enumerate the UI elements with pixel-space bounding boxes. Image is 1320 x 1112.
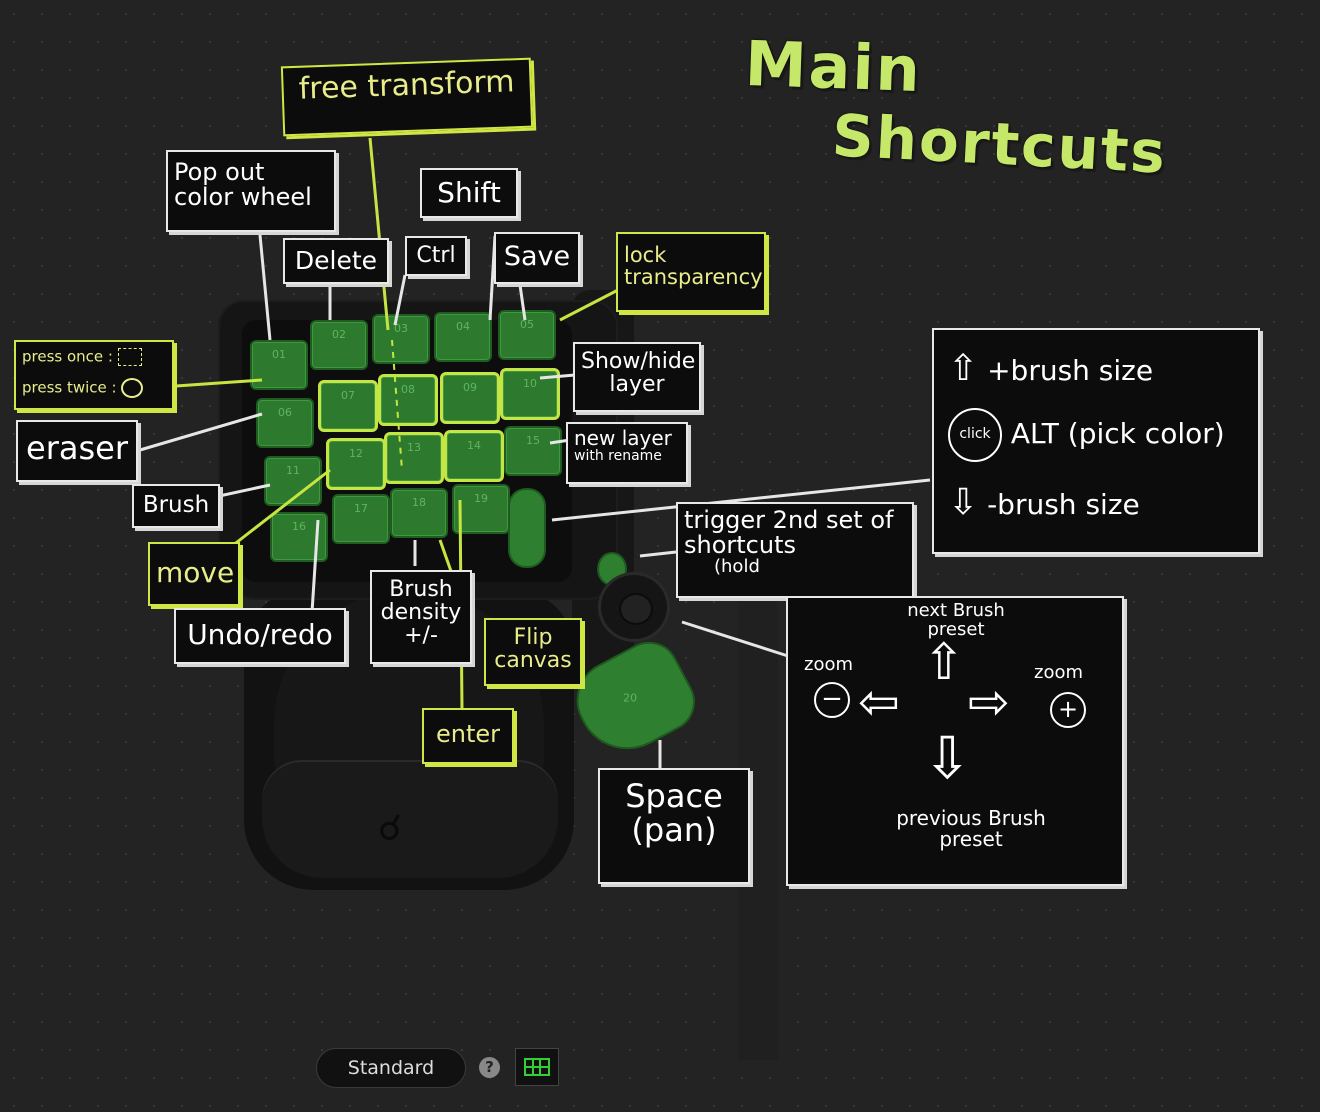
label-trigger-second-set: trigger 2nd set of shortcuts (hold xyxy=(676,502,914,598)
arrow-down-icon: ⇩ xyxy=(948,482,979,523)
label-pop-out-color-wheel: Pop out color wheel xyxy=(166,150,336,232)
label-move: move xyxy=(148,542,240,606)
key-number: 01 xyxy=(272,348,286,361)
keypad-view-toggle-button[interactable] xyxy=(515,1048,559,1086)
key-number: 16 xyxy=(292,520,306,533)
key-number: 18 xyxy=(412,496,426,509)
key-number: 15 xyxy=(526,434,540,447)
zoom-out-icon: − xyxy=(814,682,850,718)
label-space-pan: Space (pan) xyxy=(598,768,750,884)
label-flip-canvas: Flip canvas xyxy=(484,618,582,686)
scroll-up-row: ⇧ +brush size xyxy=(948,348,1154,389)
label-press-once-twice: press once : press twice : xyxy=(14,340,174,410)
scroll-click-row: click ALT (pick color) xyxy=(948,404,1244,478)
with-rename-text: with rename xyxy=(574,448,662,464)
key-3[interactable]: 03 xyxy=(372,314,430,364)
key-number: 13 xyxy=(407,441,421,454)
arrow-up-icon: ⇧ xyxy=(948,348,979,389)
label-eraser: eraser xyxy=(16,420,138,482)
palm-pad xyxy=(262,760,558,878)
key-number: 06 xyxy=(278,406,292,419)
zoom-in-icon: + xyxy=(1050,692,1086,728)
dpad-down-text: previous Brush preset xyxy=(896,806,1046,851)
scroll-down-row: ⇩ -brush size xyxy=(948,482,1140,523)
key-6[interactable]: 06 xyxy=(256,398,314,448)
key-4[interactable]: 04 xyxy=(434,312,492,362)
scroll-legend-panel: ⇧ +brush size click ALT (pick color) ⇩ -… xyxy=(932,328,1260,554)
scroll-wheel[interactable] xyxy=(508,488,546,568)
key-number: 11 xyxy=(286,464,300,477)
dpad-legend-panel: next Brush preset ⇧ zoom − ⇦ ⇨ zoom + ⇩ … xyxy=(786,596,1124,886)
click-circle-icon: click xyxy=(948,408,1002,462)
label-enter: enter xyxy=(422,708,514,764)
label-new-layer-rename: new layer with rename xyxy=(566,422,688,484)
key-number: 04 xyxy=(456,320,470,333)
key-number: 19 xyxy=(474,492,488,505)
key-number: 10 xyxy=(523,377,537,390)
label-free-transform: free transform xyxy=(280,57,534,137)
razer-logo-icon: ☌ xyxy=(377,808,403,849)
key-8[interactable]: 08 xyxy=(378,374,438,426)
key-number: 09 xyxy=(463,381,477,394)
key-18[interactable]: 18 xyxy=(390,488,448,538)
dpad-right-arrow-icon: ⇨ xyxy=(968,673,1010,731)
new-layer-text: new layer xyxy=(574,426,672,450)
key-number: 02 xyxy=(332,328,346,341)
key-17[interactable]: 17 xyxy=(332,494,390,544)
key-number: 05 xyxy=(520,318,534,331)
label-shift: Shift xyxy=(420,168,518,218)
dpad-up-arrow-icon: ⇧ xyxy=(923,633,965,691)
key-number: 17 xyxy=(354,502,368,515)
dpad-left-arrow-icon: ⇦ xyxy=(858,673,900,731)
dpad-down-arrow-icon: ⇩ xyxy=(923,724,972,792)
key-number: 14 xyxy=(467,439,481,452)
dashed-square-icon xyxy=(117,348,142,366)
label-show-hide-layer: Show/hide layer xyxy=(573,342,701,412)
trigger-text: trigger 2nd set of shortcuts xyxy=(684,506,894,560)
title-line-1: Main xyxy=(743,26,924,107)
hold-text: (hold xyxy=(714,556,760,578)
label-undo-redo: Undo/redo xyxy=(174,608,346,664)
keypad-grid-icon xyxy=(524,1058,550,1076)
key-number: 08 xyxy=(401,383,415,396)
key-10[interactable]: 10 xyxy=(500,368,560,420)
dpad-left-text: zoom xyxy=(804,654,854,675)
key-9[interactable]: 09 xyxy=(440,372,500,424)
key-number: 12 xyxy=(349,447,363,460)
lasso-icon xyxy=(121,378,144,398)
thumb-dpad[interactable] xyxy=(598,572,670,642)
key-2[interactable]: 02 xyxy=(310,320,368,370)
dpad-up-text: next Brush preset xyxy=(907,600,1005,640)
key-7[interactable]: 07 xyxy=(318,380,378,432)
key-15[interactable]: 15 xyxy=(504,426,562,476)
key-1[interactable]: 01 xyxy=(250,340,308,390)
label-brush: Brush xyxy=(132,484,220,528)
label-delete: Delete xyxy=(283,238,389,284)
label-save: Save xyxy=(494,232,580,284)
key-number: 07 xyxy=(341,389,355,402)
press-once-text: press once : xyxy=(22,348,166,366)
help-icon[interactable]: ? xyxy=(479,1057,500,1078)
mode-select-button[interactable]: Standard xyxy=(316,1048,466,1088)
key-13[interactable]: 13 xyxy=(384,432,444,484)
label-lock-transparency: lock transparency xyxy=(616,232,766,312)
label-brush-density: Brush density +/- xyxy=(370,570,472,664)
label-ctrl: Ctrl xyxy=(405,236,467,276)
dpad-right-text: zoom xyxy=(1034,662,1084,683)
key-5[interactable]: 05 xyxy=(498,310,556,360)
key-14[interactable]: 14 xyxy=(444,430,504,482)
press-twice-text: press twice : xyxy=(22,378,166,398)
key-number: 03 xyxy=(394,322,408,335)
